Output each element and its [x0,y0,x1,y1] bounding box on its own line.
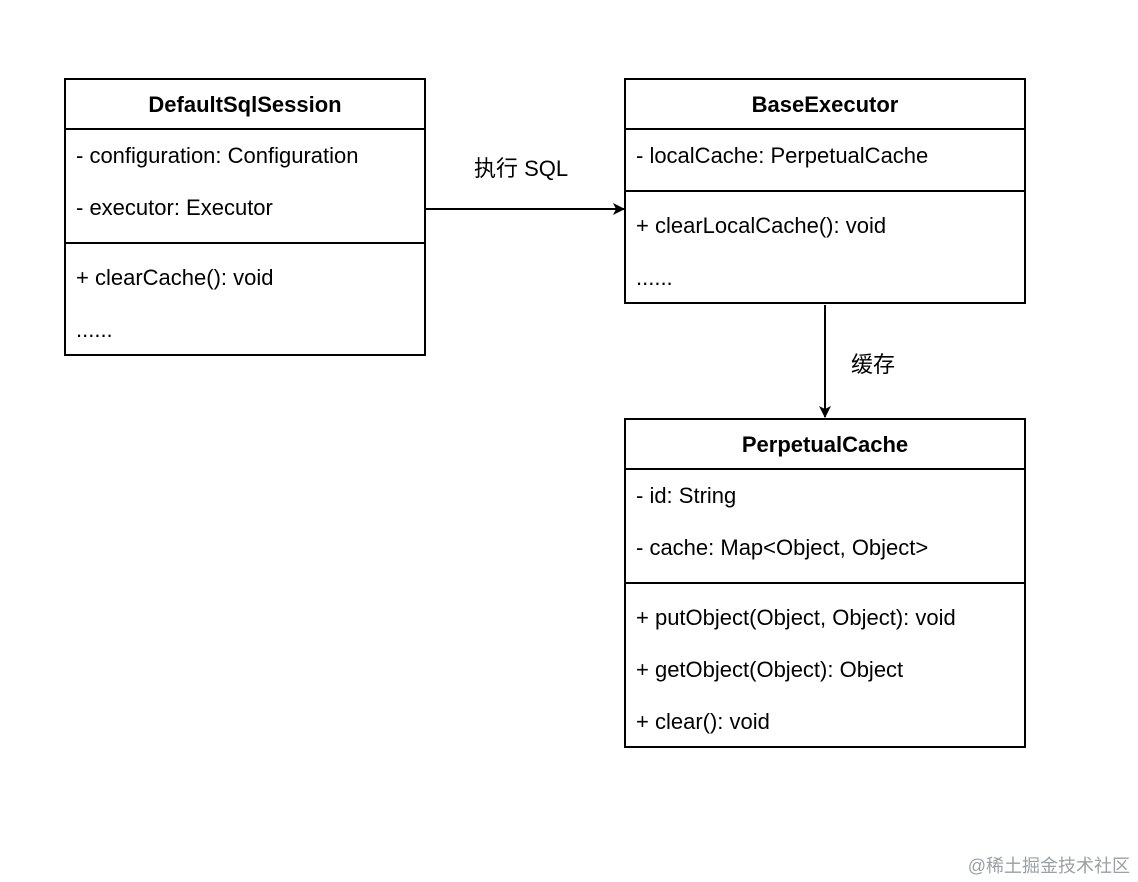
class-name: DefaultSqlSession [66,80,424,130]
attributes-section: - localCache: PerpetualCache [626,130,1024,192]
class-name: BaseExecutor [626,80,1024,130]
attribute-row: - cache: Map<Object, Object> [636,535,929,560]
method-row: + clearCache(): void [76,265,274,290]
attribute-row: - id: String [636,483,737,508]
attributes-section: - configuration: Configuration - executo… [66,130,424,244]
methods-section: + putObject(Object, Object): void + getO… [626,584,1024,748]
method-row: + getObject(Object): Object [636,657,904,682]
method-row: + clear(): void [636,709,770,734]
class-box-perpetualcache: PerpetualCache - id: String - cache: Map… [624,418,1026,748]
class-box-baseexecutor: BaseExecutor - localCache: PerpetualCach… [624,78,1026,304]
method-row: ...... [76,317,113,342]
watermark-text: @稀土掘金技术社区 [967,856,1130,876]
attribute-row: - executor: Executor [76,195,273,220]
attribute-row: - localCache: PerpetualCache [636,143,929,168]
class-name: PerpetualCache [626,420,1024,470]
methods-section: + clearLocalCache(): void ...... [626,192,1024,304]
class-box-defaultsqlsession: DefaultSqlSession - configuration: Confi… [64,78,426,356]
method-row: + clearLocalCache(): void [636,213,887,238]
edge-label-cache: 缓存 [851,352,896,377]
method-row: ...... [636,265,673,290]
method-row: + putObject(Object, Object): void [636,605,956,630]
methods-section: + clearCache(): void ...... [66,244,424,356]
attribute-row: - configuration: Configuration [76,143,359,168]
edge-label-execute-sql: 执行 SQL [474,156,569,181]
attributes-section: - id: String - cache: Map<Object, Object… [626,470,1024,584]
